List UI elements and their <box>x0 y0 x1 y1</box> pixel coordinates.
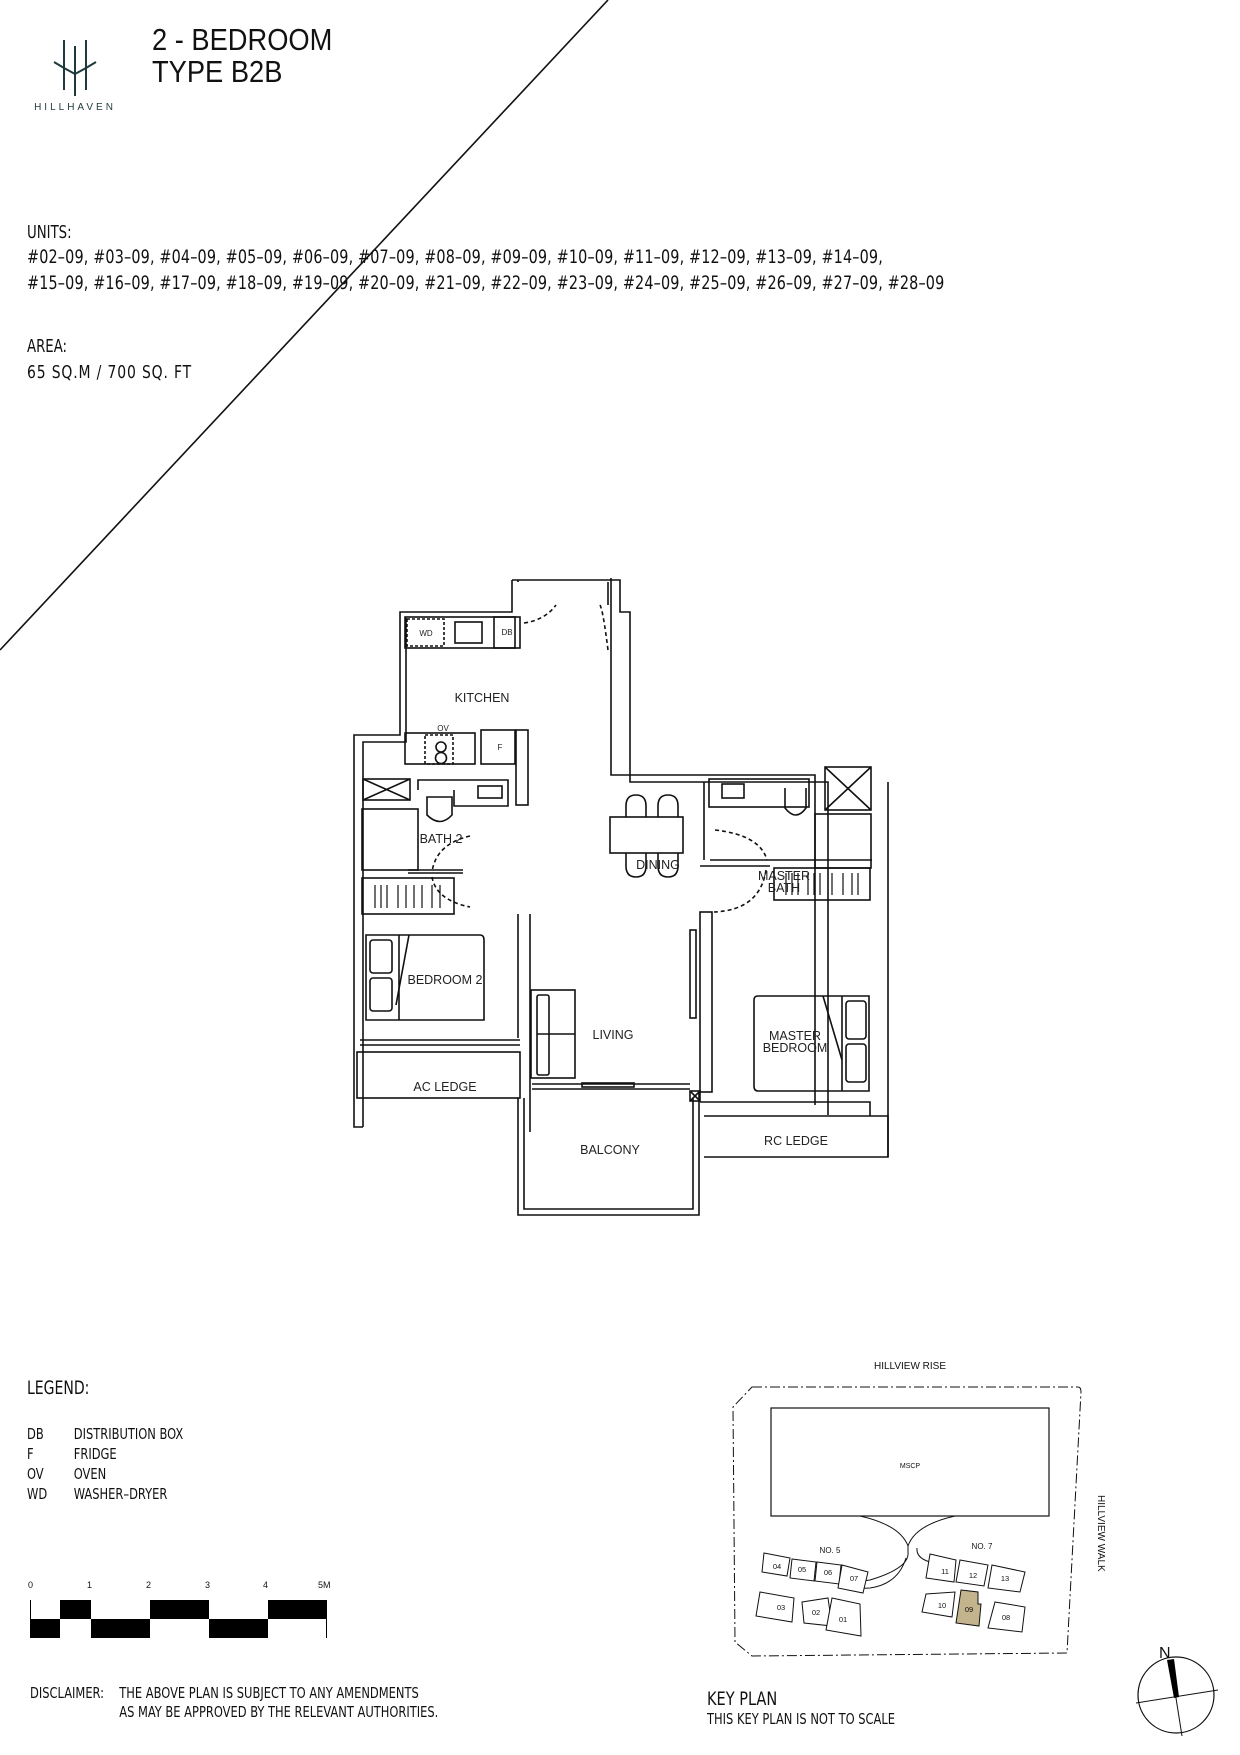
title-line-2: TYPE B2B <box>152 54 283 89</box>
scale-bar-graphic: 0 1 2 3 4 5M <box>28 1580 331 1638</box>
svg-text:NO. 7: NO. 7 <box>972 1542 993 1551</box>
fixture-ov: OV <box>437 724 449 733</box>
svg-text:05: 05 <box>798 1565 806 1574</box>
svg-text:06: 06 <box>824 1568 832 1577</box>
disclaimer: DISCLAIMER: THE ABOVE PLAN IS SUBJECT TO … <box>30 1684 438 1722</box>
room-label-master-bath-1: MASTER <box>758 869 810 883</box>
units-line-2: #15–09, #16–09, #17–09, #18–09, #19–09, … <box>27 272 945 294</box>
svg-text:02: 02 <box>812 1608 820 1617</box>
hillhaven-logo-icon <box>53 40 97 96</box>
legend-title: LEGEND: <box>27 1377 90 1399</box>
svg-text:1: 1 <box>87 1580 92 1590</box>
disclaimer-line-2: AS MAY BE APPROVED BY THE RELEVANT AUTHO… <box>119 1703 439 1721</box>
disclaimer-line-1: THE ABOVE PLAN IS SUBJECT TO ANY AMENDME… <box>119 1684 419 1702</box>
room-label-balcony: BALCONY <box>580 1143 640 1157</box>
fixture-wd: WD <box>419 629 433 638</box>
mscp-label: MSCP <box>900 1463 921 1470</box>
svg-text:11: 11 <box>941 1567 949 1576</box>
svg-text:13: 13 <box>1001 1574 1009 1583</box>
room-label-living: LIVING <box>593 1028 634 1042</box>
fixture-db: DB <box>501 628 512 637</box>
disclaimer-label: DISCLAIMER: <box>30 1684 105 1702</box>
room-label-kitchen: KITCHEN <box>455 691 510 705</box>
svg-text:10: 10 <box>938 1601 946 1610</box>
title-line-1: 2 - BEDROOM <box>152 22 333 57</box>
area-label: AREA: <box>27 336 68 357</box>
svg-text:2: 2 <box>146 1580 151 1590</box>
svg-text:09: 09 <box>965 1605 973 1614</box>
svg-text:0: 0 <box>28 1580 33 1590</box>
north-arrow: N <box>1118 1618 1238 1738</box>
room-label-rc-ledge: RC LEDGE <box>764 1134 828 1148</box>
compass-north-label: N <box>1159 1645 1171 1662</box>
svg-text:4: 4 <box>263 1580 268 1590</box>
svg-text:NO. 5: NO. 5 <box>820 1546 841 1555</box>
room-label-master-bath-2: BATH <box>768 881 800 895</box>
highlighted-unit-09 <box>955 1589 982 1627</box>
svg-text:12: 12 <box>969 1571 977 1580</box>
brand-name: HILLHAVEN <box>34 102 116 113</box>
brand-logo: HILLHAVEN <box>30 30 120 120</box>
svg-text:01: 01 <box>839 1615 847 1624</box>
road-hillview-rise: HILLVIEW RISE <box>874 1361 946 1372</box>
svg-text:04: 04 <box>773 1562 781 1571</box>
room-label-dining: DINING <box>636 858 680 872</box>
key-plan-title: KEY PLAN <box>707 1688 778 1710</box>
key-plan-subtitle: THIS KEY PLAN IS NOT TO SCALE <box>707 1710 896 1728</box>
key-plan: HILLVIEW RISE HILLVIEW WALK MSCP NO. 5 0… <box>720 1340 1120 1670</box>
svg-text:08: 08 <box>1002 1613 1010 1622</box>
compass-icon: N <box>1135 1645 1219 1737</box>
units-line-1: #02–09, #03–09, #04–09, #05–09, #06–09, … <box>27 246 883 268</box>
page-title: 2 - BEDROOM TYPE B2B <box>152 24 332 88</box>
scale-bar: 0 1 2 3 4 5M <box>28 1572 338 1662</box>
svg-text:3: 3 <box>205 1580 210 1590</box>
area-value: 65 SQ.M / 700 SQ. FT <box>27 362 193 383</box>
room-label-master-bedroom-1: MASTER <box>769 1029 821 1043</box>
svg-text:5M: 5M <box>318 1580 331 1590</box>
fixture-f: F <box>498 743 503 752</box>
room-label-bedroom2: BEDROOM 2 <box>407 973 482 987</box>
room-label-ac-ledge: AC LEDGE <box>413 1080 476 1094</box>
units-label: UNITS: <box>27 222 72 243</box>
svg-text:03: 03 <box>777 1603 785 1612</box>
road-hillview-walk: HILLVIEW WALK <box>1095 1495 1106 1572</box>
room-label-bath2: BATH 2 <box>420 832 463 846</box>
svg-text:07: 07 <box>850 1574 858 1583</box>
key-plan-map: HILLVIEW RISE HILLVIEW WALK MSCP NO. 5 0… <box>732 1361 1106 1657</box>
room-label-master-bedroom-2: BEDROOM <box>763 1041 828 1055</box>
